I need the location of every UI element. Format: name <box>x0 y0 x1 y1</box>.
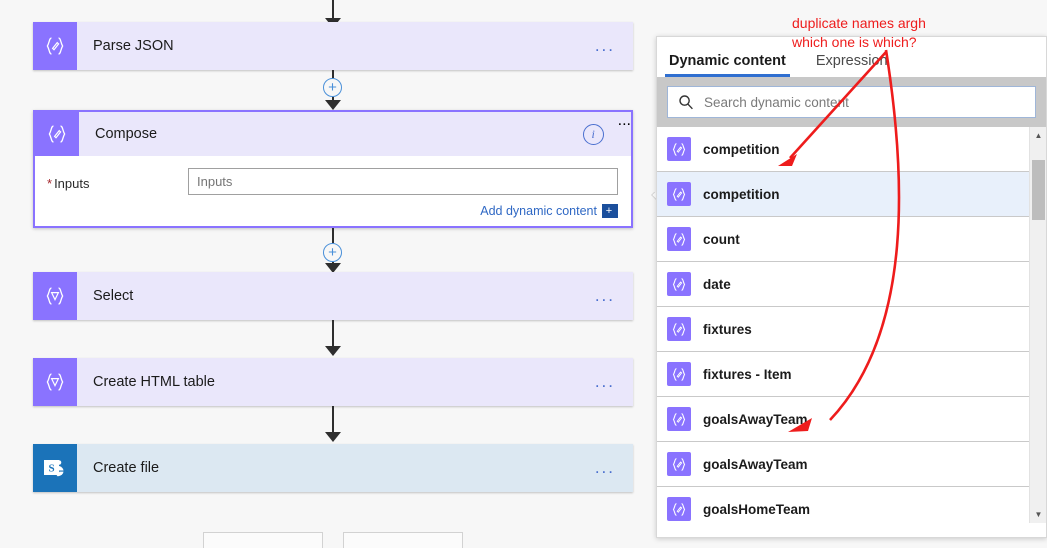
dynamic-content-item-label: competition <box>703 186 780 202</box>
connector-arrow-1 <box>325 100 341 110</box>
dynamic-content-item[interactable]: goalsHomeTeam <box>657 487 1029 523</box>
braces-pencil-icon <box>35 112 79 156</box>
add-dynamic-content-label: Add dynamic content <box>480 204 597 218</box>
add-dynamic-content-link[interactable]: Add dynamic content + <box>480 204 618 218</box>
dynamic-content-item[interactable]: goalsAwayTeam <box>657 397 1029 442</box>
add-step-button-1[interactable]: + <box>323 78 342 97</box>
plus-icon: + <box>602 204 618 218</box>
dynamic-content-item-label: fixtures - Item <box>703 366 792 382</box>
dynamic-content-item[interactable]: competition <box>657 127 1029 172</box>
dynamic-content-list-wrap: competition competition count date fixtures f… <box>657 127 1046 523</box>
braces-pencil-icon <box>667 497 691 521</box>
braces-funnel-icon <box>33 358 77 406</box>
compose-menu-button[interactable]: ... <box>617 112 631 129</box>
connector-arrow-2 <box>325 263 341 273</box>
dynamic-content-item[interactable]: fixtures <box>657 307 1029 352</box>
scroll-up-button[interactable]: ▲ <box>1034 131 1043 140</box>
connector-arrow-4 <box>325 432 341 442</box>
flow-step-title: Select <box>93 288 134 304</box>
dynamic-content-item-label: goalsHomeTeam <box>703 501 811 517</box>
compose-title: Compose <box>95 126 158 142</box>
inputs-label-text: Inputs <box>54 176 90 191</box>
dynamic-content-item-label: goalsAwayTeam <box>703 456 808 472</box>
flow-step-title: Create file <box>93 460 160 476</box>
flow-step-menu-button[interactable]: ... <box>594 372 615 391</box>
tab-dynamic-content[interactable]: Dynamic content <box>665 53 790 77</box>
flow-step-select[interactable]: Select ... <box>33 272 633 320</box>
inputs-input[interactable] <box>188 168 618 195</box>
search-box[interactable]: Search dynamic content <box>667 86 1036 118</box>
info-icon[interactable]: i <box>582 123 604 145</box>
annotation-text: duplicate names argh which one is which? <box>792 15 926 50</box>
connector-line-4 <box>332 406 334 434</box>
dynamic-content-item[interactable]: competition <box>657 172 1029 217</box>
braces-pencil-icon <box>667 272 691 296</box>
dynamic-content-item-label: goalsAwayTeam <box>703 411 808 427</box>
dynamic-content-item[interactable]: goalsAwayTeam <box>657 442 1029 487</box>
scrollbar-thumb[interactable] <box>1032 160 1045 220</box>
dynamic-content-item[interactable]: fixtures - Item <box>657 352 1029 397</box>
search-icon <box>678 94 694 110</box>
scroll-down-button[interactable]: ▼ <box>1034 510 1043 519</box>
tab-expression[interactable]: Expression <box>815 53 888 69</box>
braces-pencil-icon <box>667 137 691 161</box>
bottom-button-left[interactable] <box>203 532 323 548</box>
svg-text:S: S <box>48 463 54 475</box>
flow-step-menu-button[interactable]: ... <box>594 458 615 477</box>
add-step-button-2[interactable]: + <box>323 243 342 262</box>
connector-line-1b <box>332 97 334 102</box>
inputs-field-label: *Inputs <box>47 176 89 191</box>
compose-body: *Inputs Add dynamic content + <box>35 156 631 228</box>
list-scrollbar[interactable]: ▲ ▼ <box>1029 127 1046 523</box>
flow-canvas: Parse JSON ... + Compose <box>33 0 633 548</box>
connector-line-1a <box>332 70 334 78</box>
dynamic-content-item[interactable]: date <box>657 262 1029 307</box>
sharepoint-icon: S <box>33 444 77 492</box>
dynamic-content-item-label: count <box>703 231 740 247</box>
bottom-button-right[interactable] <box>343 532 463 548</box>
flow-step-create-file[interactable]: S Create file ... <box>33 444 633 492</box>
connector-line-2a <box>332 228 334 243</box>
dynamic-content-item-label: fixtures <box>703 321 752 337</box>
braces-pencil-icon <box>667 227 691 251</box>
required-marker: * <box>47 176 53 191</box>
search-area: Search dynamic content <box>657 77 1046 127</box>
compose-header: Compose i ... <box>35 112 631 156</box>
flow-step-title: Create HTML table <box>93 374 215 390</box>
flow-step-parse-json[interactable]: Parse JSON ... <box>33 22 633 70</box>
dynamic-content-item[interactable]: count <box>657 217 1029 262</box>
search-placeholder: Search dynamic content <box>704 94 849 110</box>
braces-pencil-icon <box>667 317 691 341</box>
braces-pencil-icon <box>667 452 691 476</box>
flow-step-create-html-table[interactable]: Create HTML table ... <box>33 358 633 406</box>
braces-pencil-icon <box>667 407 691 431</box>
connector-arrow-3 <box>325 346 341 356</box>
braces-pencil-icon <box>667 362 691 386</box>
dynamic-content-panel: Dynamic content Expression Search dynami… <box>656 36 1047 538</box>
dynamic-content-item-label: date <box>703 276 731 292</box>
flow-step-compose[interactable]: Compose i ... *Inputs Add dynamic conten… <box>33 110 633 228</box>
dynamic-content-list: competition competition count date fixtures f… <box>657 127 1029 523</box>
dynamic-content-item-label: competition <box>703 141 780 157</box>
connector-line-top <box>332 0 334 20</box>
flow-step-menu-button[interactable]: ... <box>594 286 615 305</box>
flow-step-menu-button[interactable]: ... <box>594 36 615 55</box>
connector-line-3 <box>332 320 334 348</box>
flow-step-title: Parse JSON <box>93 38 174 54</box>
braces-pencil-icon <box>667 182 691 206</box>
braces-funnel-icon <box>33 272 77 320</box>
braces-pencil-icon <box>33 22 77 70</box>
